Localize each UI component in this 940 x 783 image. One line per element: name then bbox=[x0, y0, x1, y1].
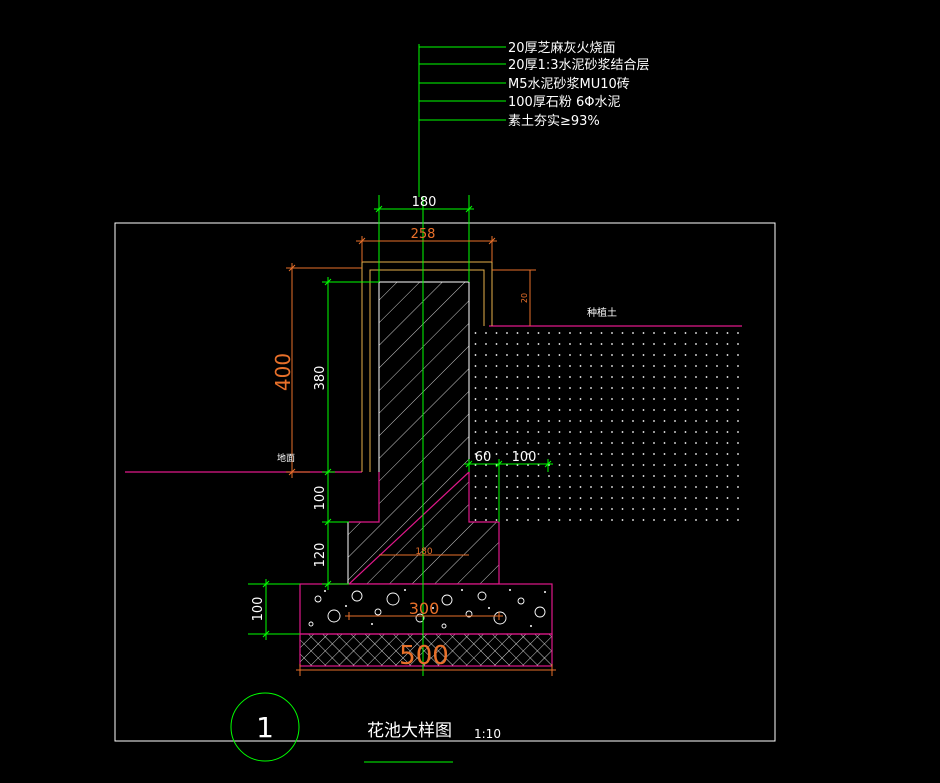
leader-line bbox=[418, 44, 506, 197]
note-stone-powder: 100厚石粉 6Φ水泥 bbox=[508, 95, 620, 110]
dim-total-height-label: 400 bbox=[271, 353, 295, 391]
dim-footing-width-label: 300 bbox=[409, 599, 440, 618]
dim-offset-b-label: 100 bbox=[512, 450, 537, 465]
drawing-frame bbox=[114, 222, 776, 742]
detail-scale: 1:10 bbox=[474, 727, 501, 741]
dim-wall-height-label: 380 bbox=[313, 366, 328, 391]
compacted-soil bbox=[299, 633, 553, 667]
dim-vertical-chain bbox=[322, 277, 379, 590]
dim-footing-width bbox=[345, 612, 503, 620]
ground-label: 地面 bbox=[277, 452, 295, 464]
dim-total-height bbox=[286, 263, 362, 478]
dim-top-width bbox=[374, 195, 474, 282]
dim-base-width bbox=[296, 664, 556, 676]
leader-notes: 20厚芝麻灰火烧面 20厚1:3水泥砂浆结合层 M5水泥砂浆MU10砖 100厚… bbox=[508, 40, 649, 129]
dim-small-mark-label: 20 bbox=[520, 293, 529, 303]
note-brick: M5水泥砂浆MU10砖 bbox=[508, 77, 630, 92]
detail-number: 1 bbox=[256, 711, 274, 744]
note-surface: 20厚芝麻灰火烧面 bbox=[508, 40, 616, 56]
dim-cap-width bbox=[356, 236, 497, 262]
dim-small-mark bbox=[492, 269, 536, 326]
dim-step-a-label: 100 bbox=[313, 486, 328, 511]
dim-base-width-label: 500 bbox=[399, 641, 449, 671]
note-compacted-soil: 素土夯实≥93% bbox=[508, 114, 600, 129]
dim-offsets bbox=[464, 459, 553, 522]
dim-cap-width-label: 258 bbox=[411, 227, 436, 242]
dim-base-thickness bbox=[248, 579, 300, 640]
detail-number-circle bbox=[230, 692, 300, 762]
dim-offset-a-label: 60 bbox=[475, 450, 492, 465]
planting-soil-area bbox=[472, 325, 744, 524]
dim-inner-width-label: 180 bbox=[415, 547, 432, 557]
dim-base-thickness-label: 100 bbox=[251, 597, 266, 622]
wall-outline bbox=[378, 281, 470, 472]
dim-step-b-label: 120 bbox=[313, 543, 328, 568]
coping-layers bbox=[361, 261, 493, 472]
footing-outline bbox=[347, 470, 500, 585]
title-block: 1 花池大样图 1:10 bbox=[230, 692, 501, 763]
detail-title: 花池大样图 bbox=[367, 721, 452, 741]
soil-label: 种植土 bbox=[587, 306, 617, 319]
concrete-base bbox=[299, 583, 553, 635]
dim-top-width-label: 180 bbox=[412, 195, 437, 210]
note-mortar-bed: 20厚1:3水泥砂浆结合层 bbox=[508, 58, 649, 73]
